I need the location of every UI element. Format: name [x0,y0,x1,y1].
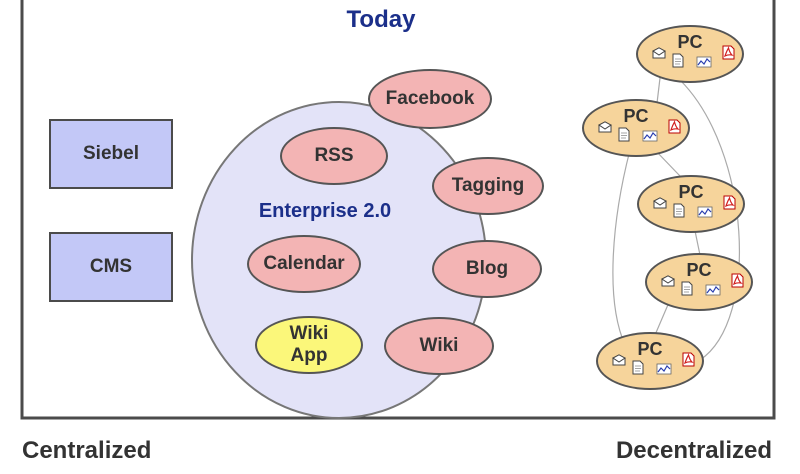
diagram-title: Today [346,6,416,33]
document-icon [681,281,693,301]
document-icon [672,53,684,73]
chart-icon [705,283,721,301]
pc-label: PC [686,260,712,280]
chart-icon [697,205,713,223]
pc-node: PC [582,99,690,157]
node-wiki-app: Wiki App [255,316,363,374]
node-calendar: Calendar [247,235,361,293]
envelope-icon [661,274,675,292]
envelope-icon [652,46,666,64]
pdf-icon [682,352,695,372]
pc-links [612,77,740,361]
pc-node: PC [637,175,745,233]
envelope-icon [612,353,626,371]
pc-node: PC [636,25,744,83]
chart-icon [642,129,658,147]
pdf-icon [668,119,681,139]
box-siebel: Siebel [49,119,173,189]
pdf-icon [723,195,736,215]
pc-link [679,79,740,361]
pdf-icon [722,45,735,65]
node-rss: RSS [280,127,388,185]
document-icon [632,360,644,380]
node-wiki: Wiki [384,317,494,375]
chart-icon [656,362,672,380]
pc-label: PC [623,106,649,126]
enterprise-label: Enterprise 2.0 [258,200,392,222]
document-icon [673,203,685,223]
pc-label: PC [678,182,704,202]
pc-link [612,149,631,346]
pc-label: PC [677,32,703,52]
pdf-icon [731,273,744,293]
centralized-label: Centralized [22,437,152,464]
pc-node: PC [596,332,704,390]
envelope-icon [653,196,667,214]
node-facebook: Facebook [368,69,492,129]
document-icon [618,127,630,147]
node-blog: Blog [432,240,542,298]
envelope-icon [598,120,612,138]
node-tagging: Tagging [432,157,544,215]
decentralized-label: Decentralized [615,437,772,464]
box-cms: CMS [49,232,173,302]
chart-icon [696,55,712,73]
pc-link [654,149,681,177]
frame-outline [20,0,776,420]
pc-node: PC [645,253,753,311]
pc-label: PC [637,339,663,359]
